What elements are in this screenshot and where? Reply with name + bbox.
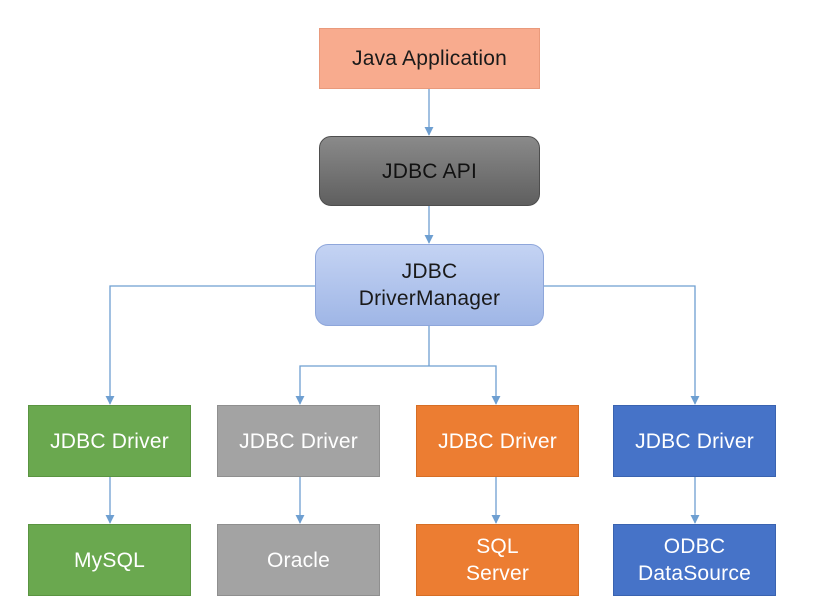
database-label-line2: Server — [465, 562, 530, 585]
edge-driver-manager-to-driver-4 — [544, 285, 700, 405]
driver-manager-label-line2: DriverManager — [358, 287, 501, 310]
java-application-node: Java Application — [319, 28, 540, 89]
jdbc-driver-label: JDBC Driver — [50, 429, 169, 453]
jdbc-driver-node-4: JDBC Driver — [613, 405, 776, 477]
driver-manager-node: JDBC DriverManager — [315, 244, 544, 326]
database-label-line1: Oracle — [266, 548, 331, 572]
driver-manager-label-line1: JDBC — [401, 260, 458, 283]
jdbc-driver-label: JDBC Driver — [635, 429, 754, 453]
database-node-oracle: Oracle — [217, 524, 380, 596]
database-node-sql-server: SQL Server — [416, 524, 579, 596]
database-label-line1: MySQL — [73, 548, 145, 572]
database-node-mysql: MySQL — [28, 524, 191, 596]
database-label-line1: SQL — [476, 535, 519, 558]
java-application-label: Java Application — [352, 47, 507, 70]
jdbc-api-node: JDBC API — [319, 136, 540, 206]
jdbc-driver-node-3: JDBC Driver — [416, 405, 579, 477]
database-node-odbc-datasource: ODBC DataSource — [613, 524, 776, 596]
edge-driver-manager-to-driver-2 — [295, 365, 429, 405]
edge-driver-manager-to-driver-1 — [105, 285, 315, 405]
jdbc-api-label: JDBC API — [382, 159, 477, 183]
jdbc-driver-node-1: JDBC Driver — [28, 405, 191, 477]
edge-driver-manager-to-driver-3 — [429, 365, 501, 405]
database-label-line2: DataSource — [638, 562, 751, 585]
jdbc-driver-label: JDBC Driver — [438, 429, 557, 453]
jdbc-driver-node-2: JDBC Driver — [217, 405, 380, 477]
database-label-line1: ODBC — [663, 535, 726, 558]
jdbc-driver-label: JDBC Driver — [239, 429, 358, 453]
